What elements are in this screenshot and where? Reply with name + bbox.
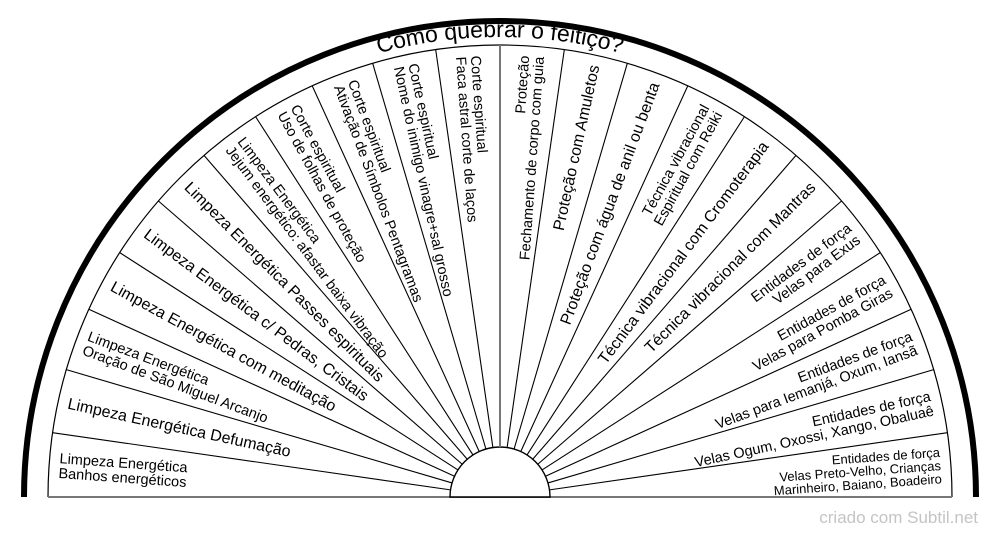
svg-text:ProteçãoFechamento de corpo co: ProteçãoFechamento de corpo com guia (503, 54, 548, 261)
svg-text:Limpeza EnergéticaBanhos energ: Limpeza EnergéticaBanhos energéticos (58, 451, 189, 491)
sector-divider (541, 252, 881, 471)
sector-label[interactable]: Entidades de forçaVelas Preto-Velho, Cri… (771, 445, 943, 498)
sector-divider (549, 432, 948, 491)
sector-label[interactable]: Limpeza EnergéticaBanhos energéticos (58, 451, 189, 491)
svg-text:Entidades de forçaVelas Preto-: Entidades de forçaVelas Preto-Velho, Cri… (771, 445, 943, 498)
sector-label-line: Corte espiritual (467, 55, 490, 153)
sector-divider (372, 63, 487, 450)
sector-label-line: Proteção (513, 55, 533, 114)
sector-divider (513, 63, 628, 450)
outer-arc (21, 18, 979, 498)
svg-text:Corte espiritualFaca astral co: Corte espiritualFaca astral corte de laç… (452, 55, 495, 223)
sector-divider (537, 200, 842, 465)
credit-text: criado com Subtil.net (819, 508, 978, 527)
sector-label[interactable]: ProteçãoFechamento de corpo com guia (503, 54, 548, 261)
sector-label[interactable]: Corte espiritualFaca astral corte de laç… (452, 55, 495, 223)
sector-divider (532, 155, 797, 460)
sector-divider (435, 49, 494, 448)
sector-divider (66, 369, 453, 484)
sector-divider (52, 432, 451, 491)
sector-divider (311, 85, 480, 452)
hub-arc (449, 446, 551, 498)
sector-divider (88, 308, 455, 477)
sector-divider (547, 369, 934, 484)
sector-divider (526, 116, 745, 456)
sector-divider (506, 49, 565, 448)
sector-divider (520, 85, 689, 452)
sector-dividers (52, 45, 948, 491)
sector-divider (203, 155, 468, 460)
sector-divider (255, 116, 474, 456)
sector-divider (545, 308, 912, 477)
sector-divider (158, 200, 463, 465)
sector-divider (119, 252, 459, 471)
